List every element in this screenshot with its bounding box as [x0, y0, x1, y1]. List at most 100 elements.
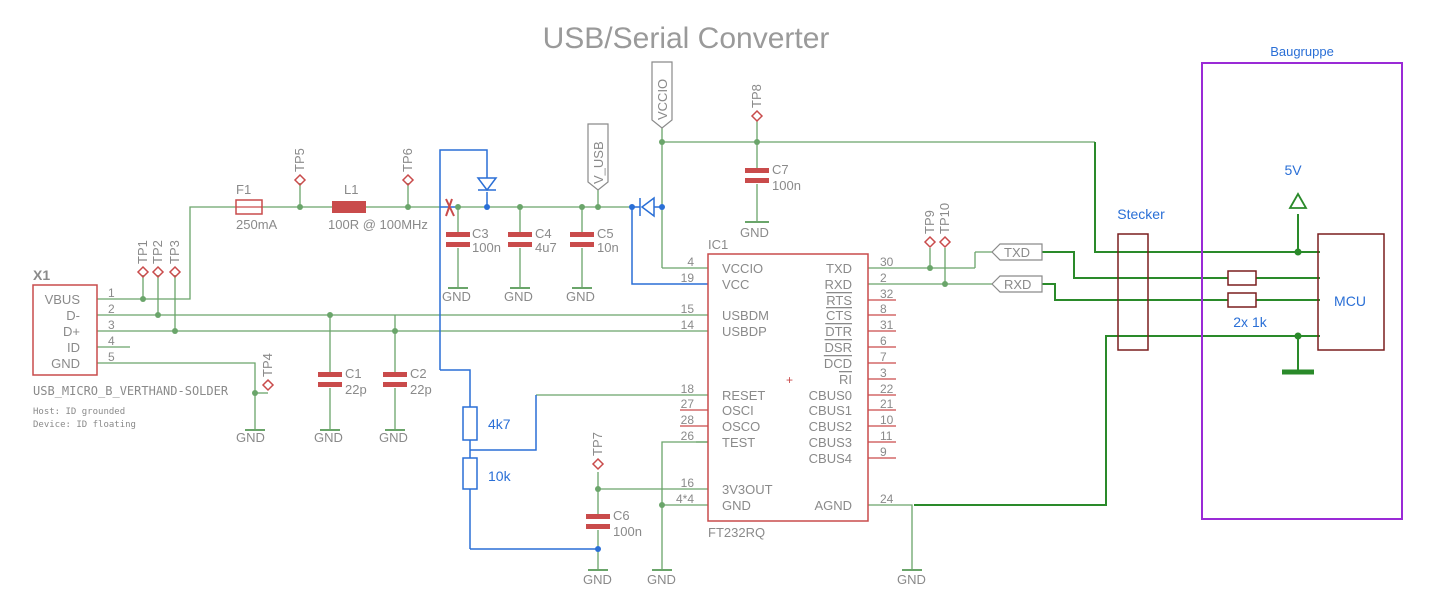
c4-value: 4u7 [535, 240, 557, 255]
vccio-label: VCCIO [655, 79, 670, 120]
ic-pin-name: AGND [814, 498, 852, 513]
gnd-symbols [245, 221, 922, 571]
usb-connector: X1 VBUS D- D+ ID GND 1 2 3 4 5 USB_MICRO… [32, 267, 229, 430]
ferrite-value: 100R @ 100MHz [328, 217, 428, 232]
ic-pin-name: CTS [826, 308, 852, 323]
tp3-label: TP3 [167, 240, 182, 264]
ic-pin-name: TEST [722, 435, 755, 450]
no-connect-marker [445, 198, 455, 217]
fuse-value: 250mA [236, 217, 278, 232]
gnd-label: GND [566, 289, 595, 304]
capacitor-labels: C3 100n C4 4u7 C5 10n C1 22p C2 22p C6 1… [345, 162, 801, 539]
ic-pin-name: USBDP [722, 324, 767, 339]
net-labels: TXD RXD [991, 243, 1043, 293]
ic-pin-number: 26 [681, 429, 695, 443]
tp9-label: TP9 [922, 210, 937, 234]
pin-name: ID [67, 340, 80, 355]
ic-pin-number: 4 [687, 255, 694, 269]
supply-5v-label: 5V [1284, 162, 1302, 178]
gnd-label: GND [314, 430, 343, 445]
gnd-label: GND [897, 572, 926, 587]
ic-pin-name: VCC [722, 277, 749, 292]
net-rxd-label: RXD [1004, 277, 1031, 292]
ic-value: FT232RQ [708, 525, 765, 540]
ic-pin-number: 30 [880, 255, 894, 269]
gnd-label: GND [740, 225, 769, 240]
ic-pin-number: 2 [880, 271, 887, 285]
ic-pin-number: 24 [880, 492, 894, 506]
gnd-label: GND [379, 430, 408, 445]
c3-ref: C3 [472, 226, 489, 241]
ic-pin-number: 9 [880, 445, 887, 459]
supply-vusb: V_USB [587, 123, 609, 191]
ic-pin-name: OSCI [722, 403, 754, 418]
ic-pin-name: VCCIO [722, 261, 763, 276]
c7-value: 100n [772, 178, 801, 193]
pin-number: 1 [108, 286, 115, 300]
ic-pin-name: RESET [722, 388, 765, 403]
c5-value: 10n [597, 240, 619, 255]
ferrite-ref: L1 [344, 182, 358, 197]
ic-pin-name: DCD [824, 356, 852, 371]
c6-value: 100n [613, 524, 642, 539]
c2-value: 22p [410, 382, 432, 397]
c4-ref: C4 [535, 226, 552, 241]
net-wires [97, 120, 1095, 570]
tp8-label: TP8 [749, 84, 764, 108]
ic-pin-name: DTR [825, 324, 852, 339]
ic-pin-name: GND [722, 498, 751, 513]
ic-pin-number: 4*4 [676, 492, 694, 506]
ic-pin-number: 18 [681, 382, 695, 396]
diodes [476, 177, 655, 218]
ic-pin-number: 3 [880, 366, 887, 380]
r-10k-value: 10k [488, 468, 512, 484]
tp4-label: TP4 [260, 353, 275, 377]
c6-ref: C6 [613, 508, 630, 523]
ic-pin-name: USBDM [722, 308, 769, 323]
ic-pin-number: 31 [880, 318, 894, 332]
ic-pin-number: 15 [681, 302, 695, 316]
connector-value: USB_MICRO_B_VERTHAND-SOLDER [33, 384, 229, 398]
series-resistors-label: 2x 1k [1233, 314, 1267, 330]
ic-pin-number: 11 [880, 429, 893, 443]
ic-origin-mark: + [786, 373, 793, 387]
ic-pin-number: 16 [681, 476, 695, 490]
capacitor-bodies [318, 168, 769, 529]
pin-name: VBUS [45, 292, 81, 307]
ic-pin-number: 22 [880, 382, 894, 396]
ic-pin-number: 28 [681, 413, 695, 427]
ic-pin-name: CBUS3 [809, 435, 852, 450]
ic-pin-number: 10 [880, 413, 894, 427]
ic-pin-name: CBUS0 [809, 388, 852, 403]
tp2-label: TP2 [150, 240, 165, 264]
ic-ref: IC1 [708, 237, 728, 252]
ic-pin-number: 21 [880, 397, 894, 411]
c3-value: 100n [472, 240, 501, 255]
module-label: Baugruppe [1270, 44, 1334, 59]
gnd-labels: GND GND GND GND GND GND GND GND GND GND [236, 225, 926, 587]
ic-pin-number: 8 [880, 302, 887, 316]
supply-vccio: VCCIO [651, 61, 673, 129]
tp6-label: TP6 [400, 148, 415, 172]
gnd-label: GND [647, 572, 676, 587]
pin-name: GND [51, 356, 80, 371]
c1-ref: C1 [345, 366, 362, 381]
pin-number: 2 [108, 302, 115, 316]
ic-pin-name: RXD [825, 277, 852, 292]
ic-pin-number: 32 [880, 287, 894, 301]
gnd-label: GND [504, 289, 533, 304]
pin-number: 4 [108, 334, 115, 348]
r-4k7-value: 4k7 [488, 416, 511, 432]
connector-note-host: Host: ID grounded [33, 407, 125, 417]
testpoints: TP1 TP2 TP3 TP4 TP5 TP6 TP7 TP8 TP9 TP10 [135, 84, 952, 471]
pin-name: D+ [63, 324, 80, 339]
ferrite-l1: L1 100R @ 100MHz [328, 182, 428, 232]
blue-junctions [484, 204, 665, 552]
ic-pin-name: TXD [826, 261, 852, 276]
schematic-title: USB/Serial Converter [543, 22, 830, 55]
ic-pin-number: 14 [681, 318, 695, 332]
ic-pin-number: 27 [681, 397, 695, 411]
ic-pin-number: 7 [880, 350, 887, 364]
ic-pin-name: CBUS2 [809, 419, 852, 434]
ic-pin-name: DSR [825, 340, 852, 355]
